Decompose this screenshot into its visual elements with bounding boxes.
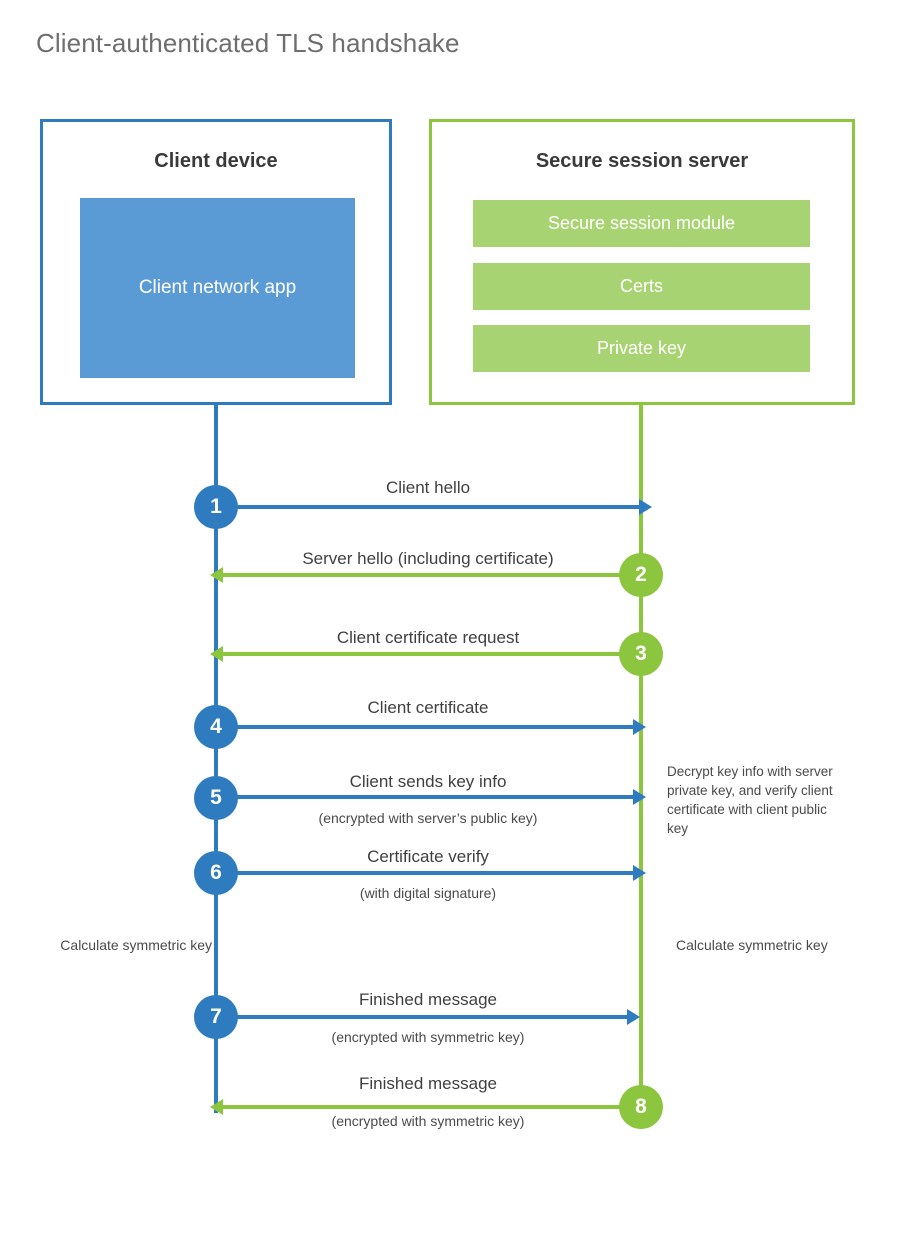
- client-calculate-symmetric-key-annotation: Calculate symmetric key: [60, 937, 212, 953]
- step-2-label: Server hello (including certificate): [302, 549, 554, 568]
- step-8-label: Finished message: [359, 1074, 497, 1093]
- step-2-arrow: [210, 567, 640, 583]
- step-1-arrow: [216, 499, 652, 515]
- arrow-head-left-icon: [210, 646, 223, 662]
- step-5-sublabel: (encrypted with server’s public key): [318, 810, 538, 826]
- step-8-sublabel: (encrypted with symmetric key): [331, 1113, 525, 1129]
- step-6-sublabel: (with digital signature): [359, 885, 497, 901]
- page-title: Client-authenticated TLS handshake: [36, 28, 460, 58]
- step-3-marker: 3: [619, 632, 663, 676]
- step-6-marker: 6: [194, 851, 238, 895]
- step-7-marker: 7: [194, 995, 238, 1039]
- step-7-sublabel: (encrypted with symmetric key): [331, 1029, 525, 1045]
- arrow-head-right-icon: [639, 499, 652, 515]
- arrow-head-right-icon: [633, 719, 646, 735]
- step-1-label: Client hello: [385, 478, 471, 497]
- server-module-certs: Certs: [473, 263, 810, 310]
- step-8-arrow: [210, 1099, 640, 1115]
- step-1-marker: 1: [194, 485, 238, 529]
- secure-session-server-box: Secure session server Secure session mod…: [429, 119, 855, 405]
- step-4-marker: 4: [194, 705, 238, 749]
- server-lifeline: [639, 403, 643, 1105]
- step-5-arrow: [216, 789, 646, 805]
- step-6-label: Certificate verify: [367, 847, 489, 866]
- client-network-app-block: Client network app: [80, 198, 355, 378]
- step-7-arrow: [216, 1009, 640, 1025]
- step-4-arrow: [216, 719, 646, 735]
- step-5-marker: 5: [194, 776, 238, 820]
- server-module-private-key: Private key: [473, 325, 810, 372]
- step-3-label: Client certificate request: [336, 628, 520, 647]
- server-calculate-symmetric-key-annotation: Calculate symmetric key: [676, 937, 828, 953]
- secure-session-server-title: Secure session server: [535, 150, 749, 172]
- client-device-box: Client device Client network app: [40, 119, 392, 405]
- client-device-title: Client device: [154, 150, 278, 172]
- arrow-head-right-icon: [633, 789, 646, 805]
- arrow-head-left-icon: [210, 567, 223, 583]
- step-8-marker: 8: [619, 1085, 663, 1129]
- client-lifeline: [214, 403, 218, 1113]
- arrow-head-left-icon: [210, 1099, 223, 1115]
- step-4-label: Client certificate: [367, 698, 489, 717]
- step-3-arrow: [210, 646, 640, 662]
- step-6-arrow: [216, 865, 646, 881]
- server-module-secure-session-module: Secure session module: [473, 200, 810, 247]
- server-decrypt-annotation: Decrypt key info with server private key…: [667, 764, 833, 837]
- arrow-head-right-icon: [627, 1009, 640, 1025]
- step-2-marker: 2: [619, 553, 663, 597]
- arrow-head-right-icon: [633, 865, 646, 881]
- step-7-label: Finished message: [359, 990, 497, 1009]
- step-5-label: Client sends key info: [349, 772, 507, 791]
